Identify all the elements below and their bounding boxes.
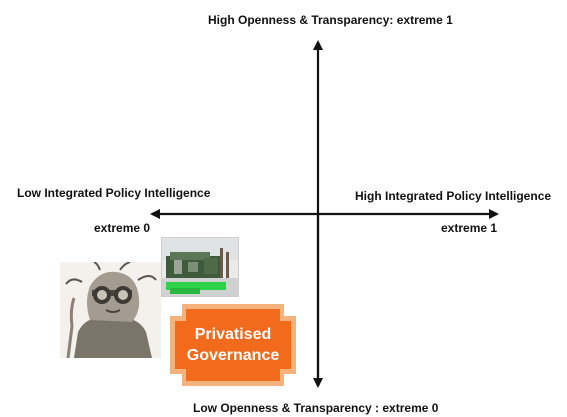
industrial-scene-icon — [162, 238, 238, 296]
top-axis-label: High Openness & Transparency: extreme 1 — [208, 13, 453, 27]
right-axis-extreme: extreme 1 — [441, 221, 498, 235]
bottom-axis-label: Low Openness & Transparency : extreme 0 — [193, 401, 439, 415]
badge-line-2: Governance — [186, 347, 280, 364]
left-axis-label: Low Integrated Policy Intelligence — [17, 186, 211, 200]
steampunk-figure-icon — [60, 262, 161, 358]
badge-shape — [170, 304, 296, 386]
right-axis-label: High Integrated Policy Intelligence — [355, 189, 552, 203]
privatised-governance-badge: Privatised Governance — [166, 300, 300, 390]
left-axis-extreme: extreme 0 — [94, 221, 151, 235]
steampunk-portrait-image — [60, 262, 161, 358]
badge-line-1: Privatised — [194, 326, 272, 343]
industrial-scene-image — [161, 237, 239, 297]
